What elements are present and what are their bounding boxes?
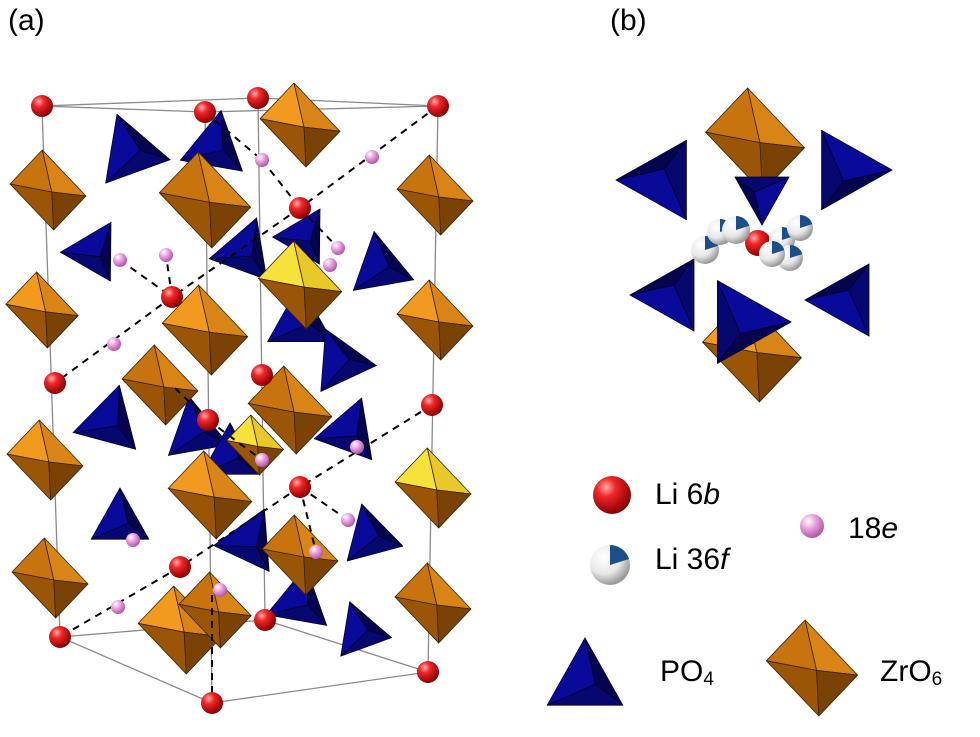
li-36f-atom bbox=[722, 216, 750, 244]
li-6b-atom bbox=[169, 556, 191, 578]
li-6b-atom bbox=[251, 364, 273, 386]
site-18e-atom bbox=[331, 241, 345, 255]
li-36f-atom bbox=[759, 241, 785, 267]
dash-line bbox=[261, 159, 301, 209]
li-6b-atom bbox=[201, 692, 223, 714]
zro6-octahedron bbox=[394, 447, 472, 529]
zro6-octahedron bbox=[259, 82, 341, 168]
li-6b-atom bbox=[254, 609, 276, 631]
li-6b-atom bbox=[289, 197, 311, 219]
polyhedra-layer bbox=[5, 82, 893, 717]
atoms-layer bbox=[31, 87, 824, 714]
po4-tetrahedron bbox=[60, 221, 112, 282]
po4-tetrahedron-b bbox=[734, 176, 790, 226]
li-36f-atom bbox=[787, 215, 813, 241]
li-6b-atom bbox=[31, 95, 53, 117]
cell-edge bbox=[211, 671, 429, 704]
li-36f-atom bbox=[691, 236, 719, 264]
legend-li36f-label: Li 36f bbox=[655, 543, 729, 576]
dash-line bbox=[54, 296, 173, 384]
legend-po4-label: PO4 bbox=[660, 655, 714, 690]
zro6-octahedron bbox=[178, 571, 252, 649]
zro6-octahedron bbox=[396, 279, 474, 361]
legend-li6b-label: Li 6b bbox=[655, 478, 721, 511]
site-18e-atom bbox=[113, 253, 127, 267]
li-6b-atom bbox=[161, 286, 183, 308]
zro6-octahedron bbox=[5, 271, 79, 349]
site-18e-atom bbox=[111, 600, 125, 614]
legend-zro6-icon bbox=[766, 619, 858, 717]
po4-tetrahedron bbox=[353, 231, 415, 291]
zro6-octahedron bbox=[158, 151, 252, 249]
po4-tetrahedron bbox=[346, 503, 404, 562]
site-18e-atom bbox=[255, 453, 269, 467]
po4-tetrahedron bbox=[340, 601, 392, 657]
zro6-octahedron-b-top bbox=[705, 87, 805, 193]
dash-line bbox=[299, 486, 317, 553]
zro6-octahedron bbox=[161, 284, 249, 376]
panel-label-a: (a) bbox=[8, 4, 45, 37]
li-6b-atom bbox=[49, 626, 71, 648]
site-18e-atom bbox=[323, 258, 337, 272]
dash-line bbox=[299, 486, 349, 521]
li-6b-atom bbox=[247, 87, 269, 109]
site-18e-atom bbox=[365, 150, 379, 164]
po4-tetrahedron-b bbox=[615, 140, 687, 220]
site-18e-atom bbox=[159, 248, 173, 262]
zro6-octahedron bbox=[11, 537, 89, 619]
legend-li6b-icon bbox=[593, 476, 631, 514]
zro6-octahedron bbox=[257, 240, 343, 330]
hopping-path-lines bbox=[54, 105, 439, 703]
zro6-octahedron bbox=[261, 514, 339, 596]
cell-edge bbox=[204, 105, 439, 113]
li-6b-atom bbox=[427, 95, 449, 117]
dash-line bbox=[299, 207, 339, 249]
li-6b-atom bbox=[194, 101, 216, 123]
cell-edge bbox=[41, 105, 206, 113]
li-6b-atom bbox=[289, 476, 311, 498]
po4-tetrahedron bbox=[320, 328, 377, 392]
site-18e-atom bbox=[126, 533, 140, 547]
site-18e-atom bbox=[213, 583, 227, 597]
po4-tetrahedron bbox=[72, 384, 137, 450]
legend-po4-icon bbox=[546, 637, 624, 706]
site-18e-atom bbox=[107, 337, 121, 351]
li-6b-atom bbox=[197, 409, 219, 431]
panel-label-b: (b) bbox=[610, 4, 647, 37]
zro6-octahedron bbox=[9, 149, 87, 231]
legend-zro6-label: ZrO6 bbox=[880, 655, 943, 690]
zro6-octahedron bbox=[167, 450, 253, 540]
zro6-octahedron bbox=[6, 419, 84, 501]
po4-tetrahedron-b bbox=[716, 280, 792, 364]
po4-tetrahedron bbox=[179, 110, 243, 172]
li-6b-atom bbox=[417, 661, 439, 683]
li-6b-atom bbox=[421, 394, 443, 416]
site-18e-atom bbox=[255, 153, 269, 167]
zro6-octahedron bbox=[394, 562, 472, 644]
po4-tetrahedron-b bbox=[804, 263, 870, 337]
site-18e-atom bbox=[341, 513, 355, 527]
legend-18e-label: 18e bbox=[848, 512, 899, 545]
zro6-octahedron bbox=[247, 365, 333, 455]
dash-line bbox=[207, 419, 263, 461]
legend-18e-icon bbox=[800, 514, 824, 538]
site-18e-atom bbox=[350, 440, 364, 454]
cell-edge bbox=[59, 636, 213, 704]
zro6-octahedron bbox=[121, 344, 199, 426]
po4-tetrahedron bbox=[90, 487, 150, 540]
po4-tetrahedron bbox=[105, 113, 171, 184]
cell-edge bbox=[41, 97, 259, 107]
po4-tetrahedron-b bbox=[821, 130, 893, 210]
po4-tetrahedron-b bbox=[629, 258, 695, 332]
site-18e-atom bbox=[309, 545, 323, 559]
dash-line bbox=[179, 486, 301, 568]
dash-line bbox=[299, 105, 439, 209]
legend-li36f-icon bbox=[590, 545, 630, 585]
li-6b-atom bbox=[44, 372, 66, 394]
zro6-octahedron bbox=[396, 154, 474, 236]
